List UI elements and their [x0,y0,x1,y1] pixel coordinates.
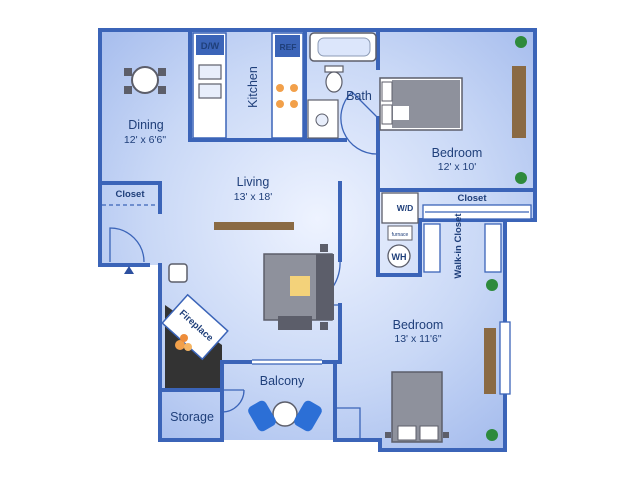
bed-2-icon [385,371,449,443]
dresser-1 [512,66,526,138]
walkin-label: Walk-in Closet [453,213,464,279]
dishwasher-label: D/W [201,41,220,52]
dining-table-icon [124,66,166,94]
bath-label: Bath [346,89,372,103]
tv-console [214,222,294,230]
living-label: Living [237,175,270,189]
window [499,321,511,395]
dining-label: Dining [128,118,163,132]
fireplace: Fireplace [161,293,229,390]
armchair-icon [168,263,188,283]
balcony-label: Balcony [260,374,305,388]
sofa-icon [263,244,334,330]
bedroom1-label: Bedroom [432,146,483,160]
toilet-icon [324,65,344,93]
bed-icon [379,77,463,131]
fire-icon [175,334,192,351]
plant-icon [486,36,527,441]
dining-dims: 12' x 6'6" [124,134,166,146]
bathroom-fixtures [307,32,377,139]
entry-arrow-icon [124,266,134,274]
water-heater-label: WH [392,252,407,262]
patio-set-icon [248,400,322,432]
storage-label: Storage [170,410,214,424]
closet-left-label: Closet [115,189,145,200]
bedroom1-dims: 12' x 10' [438,161,476,173]
laundry: W/D furnace WH [381,192,419,268]
walls [98,28,537,452]
bedroom2-label: Bedroom [393,318,444,332]
closet-right-label: Closet [457,193,487,204]
living-dims: 13' x 18' [234,191,272,203]
sink-icon [198,64,222,99]
furnace-label: furnace [392,232,409,238]
stove-icon [276,84,298,108]
kitchen-counters: D/W REF [192,32,304,139]
dresser-2 [484,328,496,394]
bedroom2-dims: 13' x 11'6" [394,333,442,345]
closet-shelves [102,204,532,273]
kitchen-label: Kitchen [246,66,260,108]
washer-dryer-label: W/D [397,203,414,213]
refrigerator-label: REF [280,42,297,52]
